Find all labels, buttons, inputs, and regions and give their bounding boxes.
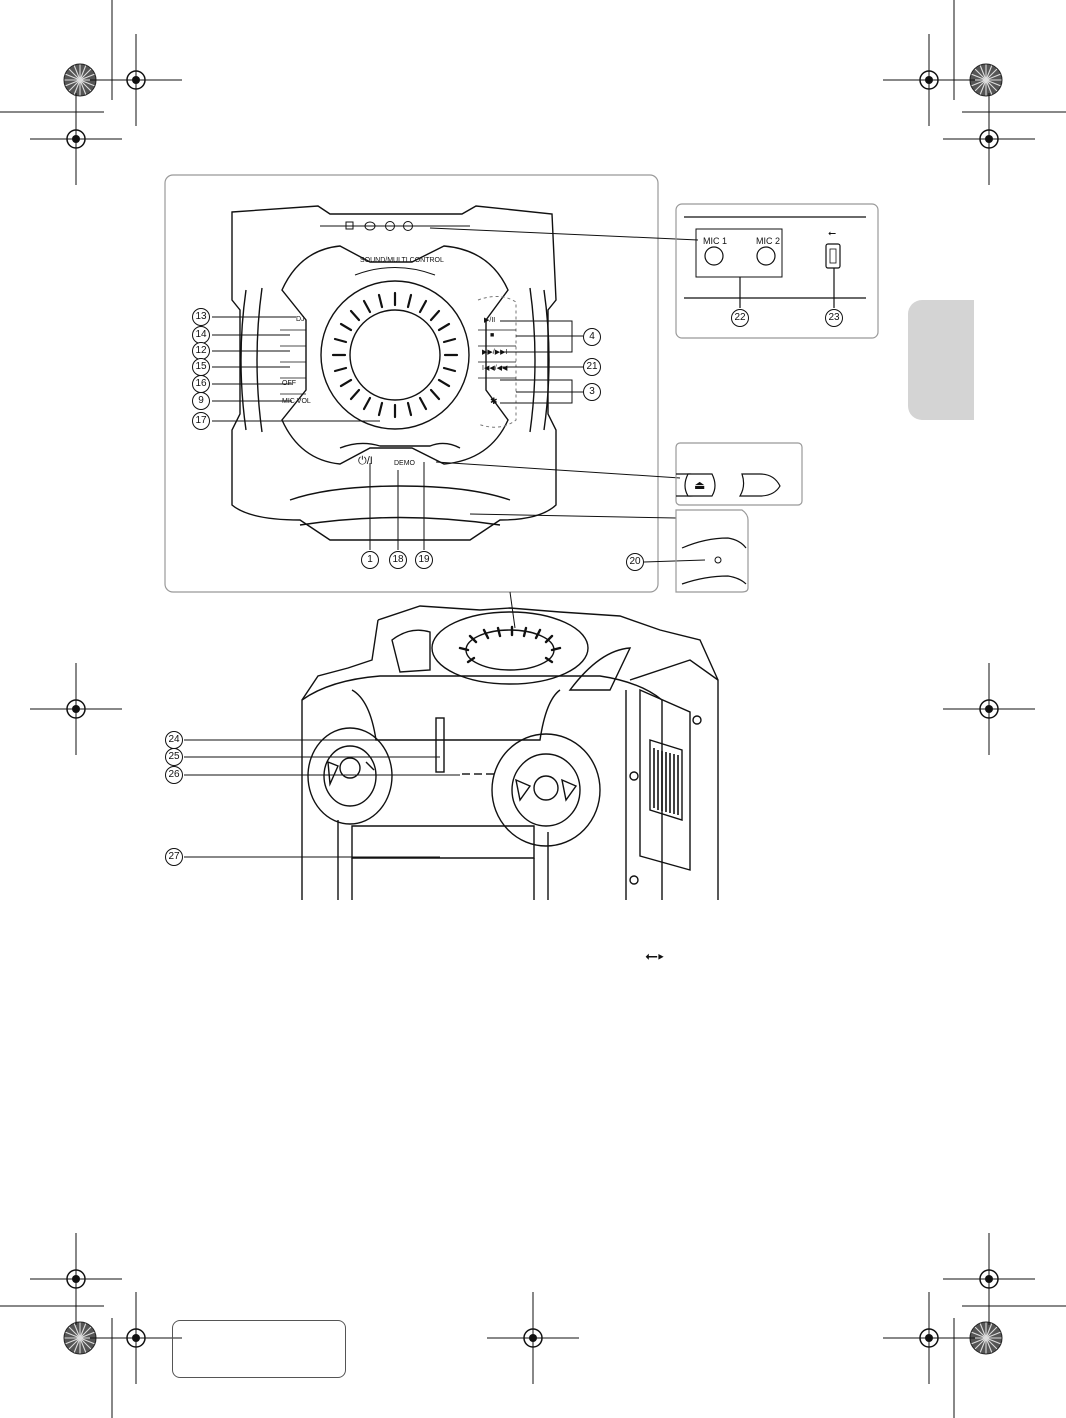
callout-16: 16 [192,375,210,393]
skip-back-button-label[interactable]: I◀◀/◀◀ [482,365,508,372]
crosshair-circle-icon [29,662,123,756]
top-panel-frame [164,174,659,593]
dj-button-label[interactable]: DJ [296,316,305,323]
eject-icon[interactable]: ⏏ [694,478,706,492]
unit-front-view [301,605,719,900]
dial-label: SOUND/MULTI CONTROL [360,257,444,264]
unit-top-view [231,205,557,541]
callout-23: 23 [825,309,843,327]
callout-24: 24 [165,731,183,749]
callout-25: 25 [165,748,183,766]
footer-note-box [172,1320,346,1378]
mic1-label: MIC 1 [703,236,728,246]
callout-4: 4 [583,328,601,346]
eject-detail-panel [675,442,803,506]
off-button-label[interactable]: OFF [282,380,296,387]
crosshair-circle-icon [942,662,1036,756]
usb-icon: ⭠‣ [645,948,665,965]
play-pause-button-label[interactable]: ▶/II [484,317,496,324]
crosshair-circle-icon [29,1232,123,1326]
callout-9: 9 [192,392,210,410]
crosshair-circle-icon [942,92,1036,186]
callout-22: 22 [731,309,749,327]
callout-20: 20 [626,553,644,571]
crosshair-circle-icon [882,33,976,127]
callout-21: 21 [583,358,601,376]
crosshair-circle-icon [29,92,123,186]
usb-icon: ⭠ [828,228,836,239]
mic-vol-label[interactable]: MIC VOL [282,398,311,405]
callout-14: 14 [192,326,210,344]
section-tab [908,300,974,420]
stop-button-label[interactable]: ■ [490,332,495,339]
leader-lines [212,227,706,563]
bluetooth-icon[interactable]: ✱ [490,396,498,406]
mic2-label: MIC 2 [756,236,781,246]
callout-3: 3 [583,383,601,401]
callout-27: 27 [165,848,183,866]
callout-18: 18 [389,551,407,569]
light-detail-panel [675,509,749,593]
power-button-label[interactable]: ⏻/I [358,455,373,467]
front-dial-fins [458,625,562,664]
skip-forward-button-label[interactable]: ▶▶/▶▶I [482,349,508,356]
callout-12: 12 [192,342,210,360]
front-leader-lines [184,739,460,858]
jack-detail-panel [675,203,879,339]
crosshair-circle-icon [942,1232,1036,1326]
callout-26: 26 [165,766,183,784]
callout-1: 1 [361,551,379,569]
callout-17: 17 [192,412,210,430]
callout-15: 15 [192,358,210,376]
callout-13: 13 [192,308,210,326]
dial-fins [331,291,459,419]
demo-button-label[interactable]: DEMO [394,460,415,467]
crosshair-circle-icon [882,1291,976,1385]
crosshair-circle-icon [486,1291,580,1385]
callout-19: 19 [415,551,433,569]
